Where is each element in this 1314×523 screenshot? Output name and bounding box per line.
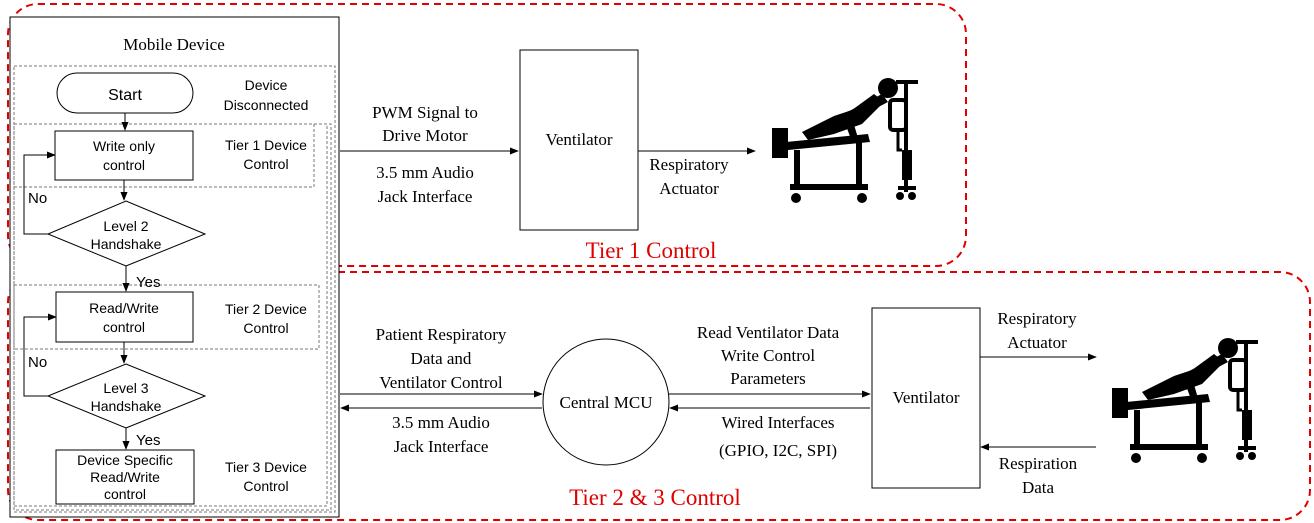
tier2-device-control-line2: Control bbox=[243, 320, 288, 336]
yes-label-2: Yes bbox=[136, 432, 160, 449]
read-write-line1: Read/Write bbox=[89, 300, 159, 316]
wired-interfaces-line2: (GPIO, I2C, SPI) bbox=[719, 441, 837, 460]
tier1-respiratory-actuator-line2: Actuator bbox=[659, 179, 719, 198]
tier23-ventilator-label: Ventilator bbox=[892, 388, 959, 407]
central-mcu-label: Central MCU bbox=[559, 393, 652, 412]
start-label: Start bbox=[108, 87, 142, 104]
tier1-patient-bed-icon bbox=[770, 76, 920, 205]
tier23-audio-jack-line2: Jack Interface bbox=[394, 437, 489, 456]
wired-interfaces-line1: Wired Interfaces bbox=[721, 413, 834, 432]
level2-line1: Level 2 bbox=[103, 218, 148, 234]
pwm-signal-line1: PWM Signal to bbox=[372, 103, 478, 122]
read-write-params-line3: Parameters bbox=[730, 369, 806, 388]
tier1-control-group bbox=[13, 123, 315, 188]
device-specific-line1: Device Specific bbox=[77, 452, 173, 468]
level2-line2: Handshake bbox=[91, 236, 162, 252]
central-mcu-node bbox=[542, 338, 670, 466]
level3-line2: Handshake bbox=[91, 398, 162, 414]
tier1-region-label: Tier 1 Control bbox=[586, 238, 717, 263]
no-label-1: No bbox=[28, 190, 47, 207]
no-label-2: No bbox=[28, 354, 47, 371]
tier1-ventilator-box bbox=[519, 49, 639, 231]
device-specific-line2: Read/Write bbox=[90, 469, 160, 485]
level3-line1: Level 3 bbox=[103, 380, 148, 396]
patient-data-line3: Ventilator Control bbox=[379, 373, 503, 392]
respiration-data-line1: Respiration bbox=[999, 454, 1078, 473]
tier23-ventilator-box bbox=[871, 307, 981, 489]
patient-data-line1: Patient Respiratory bbox=[376, 325, 507, 344]
tier2-control-group bbox=[13, 284, 320, 350]
tier23-respiratory-actuator-line2: Actuator bbox=[1007, 333, 1067, 352]
respiration-data-line2: Data bbox=[1022, 478, 1055, 497]
no-loop-1 bbox=[23, 151, 56, 235]
write-only-line2: control bbox=[103, 157, 145, 173]
read-write-line2: control bbox=[103, 319, 145, 335]
tier23-region-label: Tier 2 & 3 Control bbox=[569, 485, 741, 510]
tier23-audio-jack-line1: 3.5 mm Audio bbox=[392, 413, 490, 432]
device-disconnected-line1: Device bbox=[245, 77, 288, 93]
tier2-device-control-line1: Tier 2 Device bbox=[225, 301, 307, 317]
tier23-respiratory-actuator-line1: Respiratory bbox=[997, 309, 1077, 328]
tier1-device-control-line2: Control bbox=[243, 156, 288, 172]
tier1-audio-jack-line2: Jack Interface bbox=[378, 187, 473, 206]
patient-data-line2: Data and bbox=[411, 349, 472, 368]
tier1-audio-jack-line1: 3.5 mm Audio bbox=[376, 163, 474, 182]
write-only-node bbox=[54, 130, 194, 181]
tier3-device-control-line1: Tier 3 Device bbox=[225, 459, 307, 475]
tier1-region bbox=[7, 3, 967, 267]
read-write-node bbox=[55, 291, 194, 343]
tier1-device-control-line1: Tier 1 Device bbox=[225, 137, 307, 153]
tier3-device-control-line2: Control bbox=[243, 478, 288, 494]
no-loop-2 bbox=[23, 313, 57, 397]
read-write-params-line1: Read Ventilator Data bbox=[697, 323, 840, 342]
pwm-signal-line2: Drive Motor bbox=[382, 126, 468, 145]
write-only-line1: Write only bbox=[93, 138, 155, 154]
read-write-params-line2: Write Control bbox=[721, 346, 815, 365]
tier23-region bbox=[7, 271, 1311, 521]
device-disconnected-line2: Disconnected bbox=[224, 97, 309, 113]
tier23-patient-bed-icon bbox=[1110, 336, 1260, 465]
yes-label-1: Yes bbox=[136, 274, 160, 291]
tier1-ventilator-label: Ventilator bbox=[545, 130, 612, 149]
device-specific-node bbox=[55, 449, 195, 505]
tier1-respiratory-actuator-line1: Respiratory bbox=[649, 155, 729, 174]
mobile-device-title: Mobile Device bbox=[123, 35, 225, 54]
device-specific-line3: control bbox=[104, 486, 146, 502]
